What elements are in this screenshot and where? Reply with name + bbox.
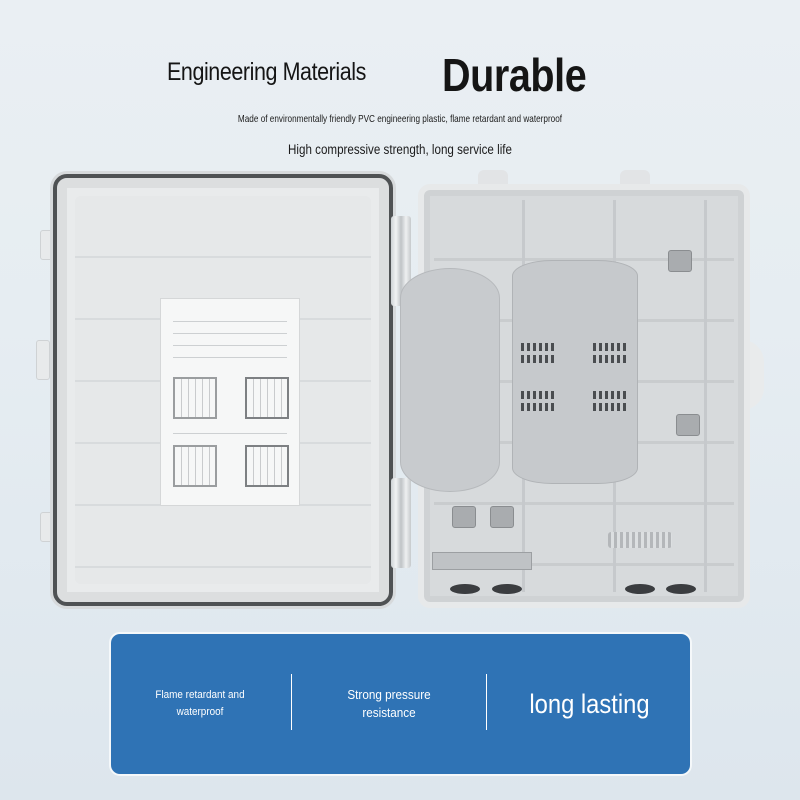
cable-clamp [452, 506, 476, 528]
enclosure-door [53, 174, 393, 606]
features-panel: Flame retardant and waterproof Strong pr… [109, 632, 692, 776]
feature-pressure-resistance: Strong pressure resistance [301, 634, 477, 774]
splice-tray-cover [400, 268, 500, 492]
cable-entry-hole [450, 584, 480, 594]
door-latch-tab [40, 512, 54, 542]
feature-1-line-1: Flame retardant and [155, 689, 245, 701]
headline-row: Engineering Materials Durable [0, 48, 800, 108]
cable-clamp [490, 506, 514, 528]
grounding-terminal-bar [432, 552, 532, 570]
feature-2-line-2: resistance [362, 705, 416, 720]
feature-2-line-1: Strong pressure [347, 687, 431, 702]
cable-clamp [668, 250, 692, 272]
cable-entry-hole [666, 584, 696, 594]
headline-engineering-materials: Engineering Materials [167, 58, 366, 86]
door-latch-tab [36, 340, 50, 380]
feature-flame-retardant: Flame retardant and waterproof [120, 634, 280, 774]
wiring-diagram-sheet [160, 298, 300, 506]
product-image-enclosure [0, 160, 800, 620]
feature-3-label: long lasting [529, 688, 650, 719]
hinge-bottom [391, 478, 411, 568]
cable-entry-hole [492, 584, 522, 594]
subtitle-materials: Made of environmentally friendly PVC eng… [237, 113, 563, 125]
door-latch-tab [40, 230, 54, 260]
cable-entry-hole [625, 584, 655, 594]
feature-divider [486, 674, 487, 730]
feature-1-line-2: waterproof [176, 706, 224, 718]
feature-divider [291, 674, 292, 730]
cable-clamp [676, 414, 700, 436]
feature-long-lasting: long lasting [499, 634, 679, 774]
headline-durable: Durable [442, 49, 587, 101]
splice-tray [512, 260, 638, 484]
subtitle-strength: High compressive strength, long service … [288, 142, 512, 157]
cable-comb [608, 532, 672, 548]
